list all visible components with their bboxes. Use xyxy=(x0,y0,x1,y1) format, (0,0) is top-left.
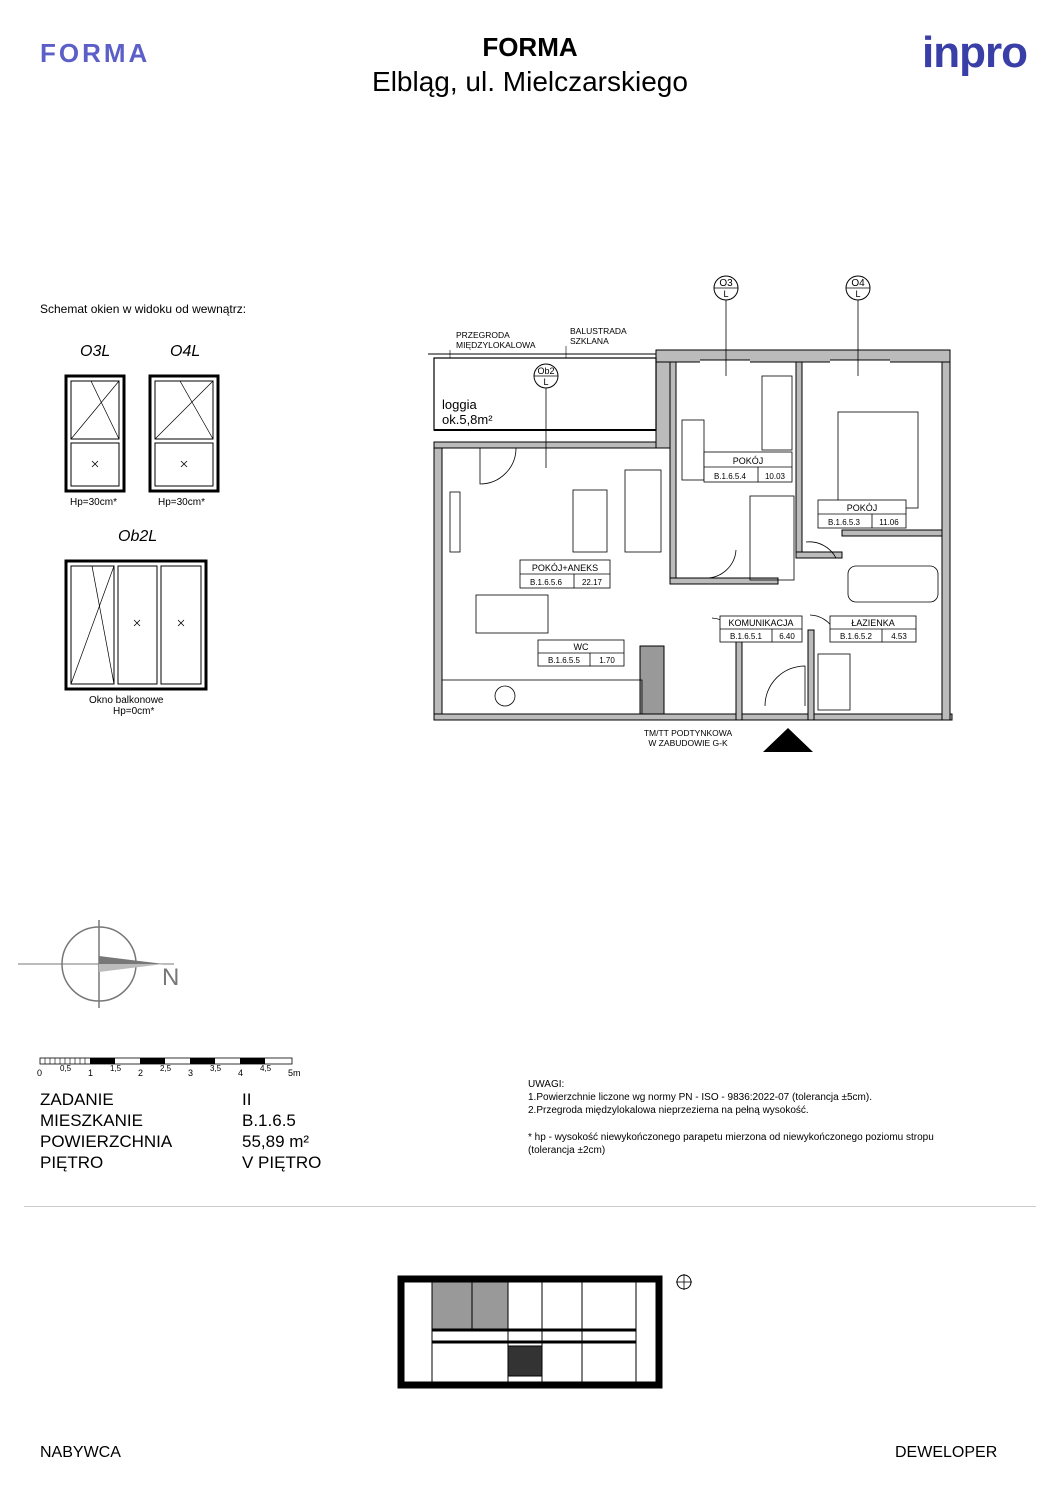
divider xyxy=(24,1206,1036,1207)
info-value-zadanie: II xyxy=(242,1090,252,1109)
room-komunikacja-code: B.1.6.5.1 xyxy=(730,632,763,641)
window-tag-o3-top: O3 xyxy=(719,278,733,289)
room-lazienka-name: ŁAZIENKA xyxy=(851,618,895,628)
room-pokoj-2 xyxy=(817,499,907,529)
scale-label-1-5: 1,5 xyxy=(110,1064,122,1073)
balustrada-label-1: BALUSTRADA xyxy=(570,326,627,336)
info-label-mieszkanie: MIESZKANIE xyxy=(40,1111,143,1130)
window-ob2l-label: Ob2L xyxy=(118,528,158,545)
window-o4l-label: O4L xyxy=(170,343,201,360)
inpro-logo: inpro xyxy=(922,28,1028,77)
room-pokoj-aneks-area: 22.17 xyxy=(582,578,603,587)
key-plan xyxy=(397,1274,692,1389)
scale-label-1: 1 xyxy=(88,1068,94,1078)
footer-nabywca: NABYWCA xyxy=(40,1444,121,1461)
notes-line-4: (tolerancja ±2cm) xyxy=(528,1145,606,1156)
scale-label-0: 0 xyxy=(37,1068,43,1078)
page-subtitle: Elbląg, ul. Mielczarskiego xyxy=(372,66,688,97)
room-komunikacja-area: 6.40 xyxy=(779,632,795,641)
room-pokoj-2-name: POKÓJ xyxy=(847,503,878,513)
info-label-zadanie: ZADANIE xyxy=(40,1090,114,1109)
window-tag-ob2-top: Ob2 xyxy=(537,366,554,376)
info-value-powierzchnia: 55,89 m² xyxy=(242,1132,310,1151)
window-tag-o4-bottom: L xyxy=(855,289,860,299)
room-wc-code: B.1.6.5.5 xyxy=(548,656,581,665)
compass xyxy=(18,920,174,1008)
window-ob2l-caption: Okno balkonowe xyxy=(89,695,164,706)
window-o3l-o4l-drawing xyxy=(64,374,220,493)
room-wc-area: 1.70 xyxy=(599,656,615,665)
compass-north-label: N xyxy=(162,964,180,991)
scale-label-2-5: 2,5 xyxy=(160,1064,172,1073)
room-lazienka xyxy=(829,615,917,643)
loggia-label: loggia xyxy=(442,397,477,412)
tm-label-1: TM/TT PODTYNKOWA xyxy=(644,728,733,738)
scale-label-3-5: 3,5 xyxy=(210,1064,222,1073)
tm-label-2: W ZABUDOWIE G-K xyxy=(648,738,728,748)
info-value-pietro: V PIĘTRO xyxy=(242,1153,322,1172)
notes-title: UWAGI: xyxy=(528,1079,565,1090)
window-o4l-hp: Hp=30cm* xyxy=(158,497,205,508)
scale-label-0-5: 0,5 xyxy=(60,1064,72,1073)
scale-label-5m: 5m xyxy=(288,1068,301,1078)
window-ob2l-hp: Hp=0cm* xyxy=(113,706,155,717)
room-pokoj-1 xyxy=(703,451,793,483)
room-pokoj-1-code: B.1.6.5.4 xyxy=(714,472,747,481)
window-tag-o3 xyxy=(713,275,739,376)
window-schema-title: Schemat okien w widoku od wewnątrz: xyxy=(40,302,247,316)
window-o3l-label: O3L xyxy=(80,343,111,360)
window-ob2l-drawing xyxy=(64,559,208,691)
room-pokoj-2-area: 11.06 xyxy=(879,518,899,527)
loggia-area: ok.5,8m² xyxy=(442,412,493,427)
window-tag-ob2-bottom: L xyxy=(543,377,548,387)
room-pokoj-aneks xyxy=(519,559,611,589)
notes-line-3: * hp - wysokość niewykończonego parapetu… xyxy=(528,1132,934,1143)
przegroda-label-1: PRZEGRODA xyxy=(456,330,510,340)
room-pokoj-2-code: B.1.6.5.3 xyxy=(828,518,861,527)
scale-bar xyxy=(39,1057,293,1065)
scale-label-3: 3 xyxy=(188,1068,194,1078)
page-title: FORMA xyxy=(482,32,578,62)
notes: UWAGI: 1.Powierzchnie liczone wg normy P… xyxy=(528,1078,934,1157)
notes-line-2: 2.Przegroda międzylokalowa nieprzezierna… xyxy=(528,1105,809,1116)
room-komunikacja-name: KOMUNIKACJA xyxy=(728,618,793,628)
window-tag-o3-bottom: L xyxy=(723,289,728,299)
room-lazienka-code: B.1.6.5.2 xyxy=(840,632,873,641)
window-tag-ob2 xyxy=(533,363,559,468)
room-pokoj-1-area: 10.03 xyxy=(765,472,786,481)
notes-line-1: 1.Powierzchnie liczone wg normy PN - ISO… xyxy=(528,1092,872,1103)
room-pokoj-1-name: POKÓJ xyxy=(733,456,764,466)
window-o3l-hp: Hp=30cm* xyxy=(70,497,117,508)
room-komunikacja xyxy=(719,615,803,643)
room-pokoj-aneks-code: B.1.6.5.6 xyxy=(530,578,563,587)
info-label-pietro: PIĘTRO xyxy=(40,1153,104,1172)
info-value-mieszkanie: B.1.6.5 xyxy=(242,1111,296,1130)
window-tag-o4 xyxy=(845,275,871,376)
przegroda-label-2: MIĘDZYLOKALOWA xyxy=(456,340,536,350)
balustrada-label-2: SZKLANA xyxy=(570,336,609,346)
scale-label-4-5: 4,5 xyxy=(260,1064,272,1073)
window-tag-o4-top: O4 xyxy=(851,278,865,289)
room-lazienka-area: 4.53 xyxy=(891,632,907,641)
room-wc-name: WC xyxy=(574,642,589,652)
window-o4l xyxy=(148,374,220,493)
scale-label-2: 2 xyxy=(138,1068,144,1078)
footer-deweloper: DEWELOPER xyxy=(895,1444,998,1461)
room-pokoj-aneks-name: POKÓJ+ANEKS xyxy=(532,563,598,573)
scale-label-4: 4 xyxy=(238,1068,244,1078)
room-wc xyxy=(537,639,625,667)
forma-logo: FORMA xyxy=(40,38,151,68)
info-label-powierzchnia: POWIERZCHNIA xyxy=(40,1132,173,1151)
window-o3l xyxy=(64,374,126,493)
floor-plan: O3 L O4 L Ob2 L PRZEGRODA MIĘDZYLOKALOWA… xyxy=(428,275,953,752)
